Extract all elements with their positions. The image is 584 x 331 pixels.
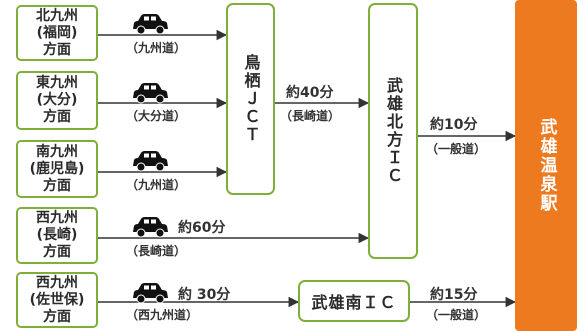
node-tosu-jct: 鳥栖ＪＣＴ — [226, 3, 275, 195]
time-label: 約10分 — [430, 117, 478, 133]
node-takeo-onsen-station: 武雄温泉駅 — [515, 0, 577, 331]
origin-direction: 方面 — [43, 109, 71, 125]
road-label: （九州道） — [126, 178, 187, 192]
origin-name: 西九州 — [36, 210, 78, 226]
node-label: 武雄南ＩＣ — [311, 293, 397, 312]
origin-nishikyushu-nagasaki: 西九州 (長崎) 方面 — [16, 207, 98, 264]
time-label: 約60分 — [178, 220, 226, 236]
road-label: （九州道） — [126, 41, 187, 55]
origin-city: (大分) — [36, 92, 78, 108]
origin-minamikyushu: 南九州 (鹿児島) 方面 — [16, 140, 98, 198]
node-label: 鳥栖ＪＣＴ — [241, 54, 261, 144]
origin-higashikyushu: 東九州 (大分) 方面 — [16, 71, 98, 130]
car-icon — [133, 283, 168, 304]
origin-name: 南九州 — [36, 143, 78, 160]
time-label: 約15分 — [430, 287, 478, 303]
time-label: 約 30分 — [178, 287, 231, 303]
car-icon — [133, 151, 168, 172]
origin-city: (佐世保) — [29, 291, 85, 308]
origin-direction: 方面 — [43, 177, 71, 194]
road-label: （大分道） — [126, 109, 187, 123]
time-label: 約40分 — [286, 85, 334, 101]
origin-name: 東九州 — [36, 75, 78, 91]
node-takeo-minami-ic: 武雄南ＩＣ — [298, 280, 410, 322]
origin-nishikyushu-sasebo: 西九州 (佐世保) 方面 — [16, 272, 98, 328]
road-label: （一般道） — [426, 308, 487, 322]
origin-direction: 方面 — [43, 41, 71, 58]
road-label: （西九州道） — [126, 308, 199, 322]
origin-city: (福岡) — [36, 24, 78, 41]
origin-kitakyushu: 北九州 (福岡) 方面 — [16, 5, 98, 61]
origin-city: (長崎) — [36, 227, 78, 243]
car-icon — [133, 14, 168, 35]
road-label: （長崎道） — [126, 244, 187, 258]
car-icon — [133, 83, 168, 104]
origin-city: (鹿児島) — [29, 160, 85, 177]
origin-name: 西九州 — [36, 274, 78, 291]
origin-name: 北九州 — [36, 7, 78, 24]
road-label: （一般道） — [426, 142, 487, 156]
node-takeo-kitagata-ic: 武雄北方ＩＣ — [368, 3, 418, 259]
origin-direction: 方面 — [43, 308, 71, 325]
road-label: （長崎道） — [280, 109, 341, 123]
destination-label: 武雄温泉駅 — [536, 118, 557, 213]
car-icon — [133, 217, 168, 238]
node-label: 武雄北方ＩＣ — [384, 77, 403, 185]
origin-direction: 方面 — [43, 244, 71, 260]
